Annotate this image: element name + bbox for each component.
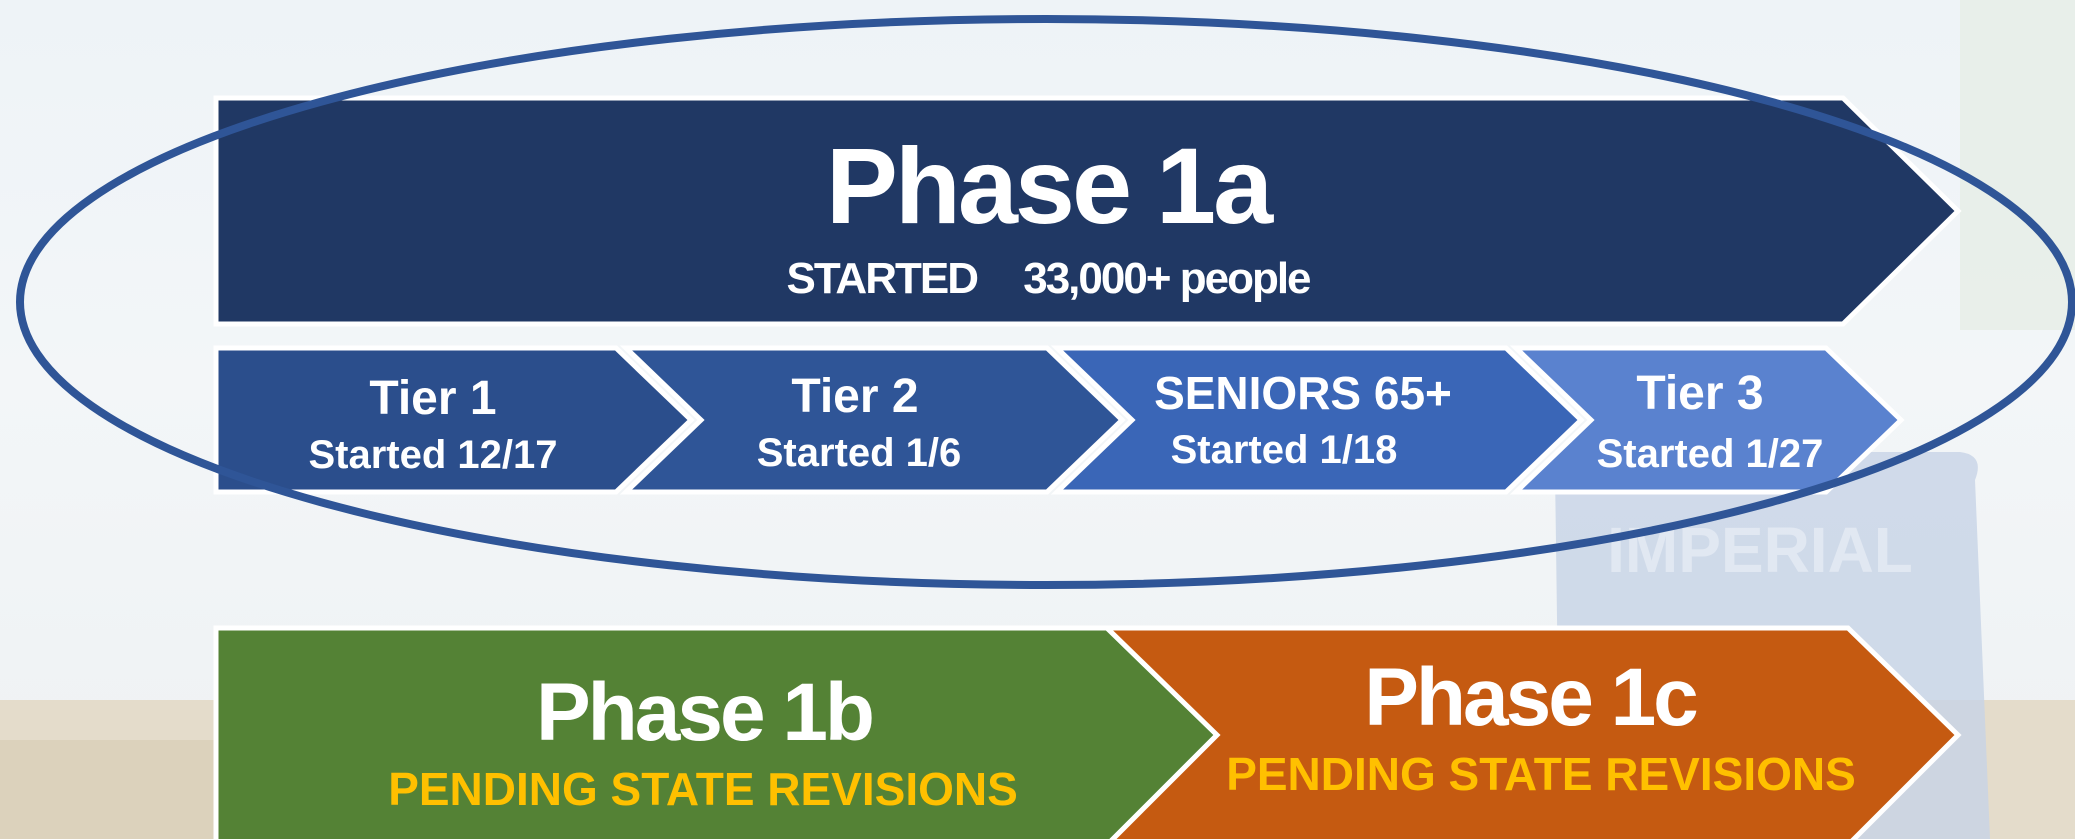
tier-2-started: Started 1/6	[757, 431, 962, 475]
phase-1b-status: PENDING STATE REVISIONS	[388, 763, 1018, 815]
tier-seniors-started: Started 1/18	[1171, 428, 1398, 472]
phase-1c-shape	[1100, 625, 1962, 839]
phase-1b-arrow: Phase 1b PENDING STATE REVISIONS	[213, 625, 1221, 839]
tier-1-title: Tier 1	[369, 372, 496, 425]
tier-3-started: Started 1/27	[1597, 432, 1824, 476]
tier-2-title: Tier 2	[791, 370, 918, 423]
tier-seniors-title: SENIORS 65+	[1154, 367, 1452, 419]
tier-2-arrow: Tier 2 Started 1/6	[619, 345, 1126, 495]
tier-1-started: Started 12/17	[308, 433, 557, 477]
phase-1c-title: Phase 1c	[1364, 652, 1697, 743]
tier-row: Tier 1 Started 12/17 Tier 2 Started 1/6 …	[213, 345, 1905, 495]
phase-1c-status: PENDING STATE REVISIONS	[1226, 748, 1856, 800]
phase-1a-title: Phase 1a	[826, 125, 1274, 246]
phase-1a-highlight-ellipse	[16, 15, 2075, 589]
tier-3-shape	[1509, 345, 1905, 495]
phase-1c-arrow: Phase 1c PENDING STATE REVISIONS	[1100, 625, 1962, 839]
tier-seniors-arrow: SENIORS 65+ Started 1/18	[1050, 345, 1585, 495]
phase-1a-arrow: Phase 1a STARTED 33,000+ people	[213, 95, 1962, 327]
tier-seniors-shape	[1050, 345, 1585, 495]
phase-1a-count: 33,000+ people	[1023, 254, 1310, 303]
tier-2-shape	[619, 345, 1126, 495]
phase-1a-status: STARTED 33,000+ people	[786, 254, 1310, 303]
tier-3-arrow: Tier 3 Started 1/27	[1509, 345, 1905, 495]
phase-1b-title: Phase 1b	[536, 667, 872, 758]
phase-1a-shape	[213, 95, 1962, 327]
phase-1a-status-label: STARTED	[786, 254, 977, 303]
tier-1-arrow: Tier 1 Started 12/17	[213, 345, 695, 495]
tier-3-title: Tier 3	[1636, 367, 1763, 420]
